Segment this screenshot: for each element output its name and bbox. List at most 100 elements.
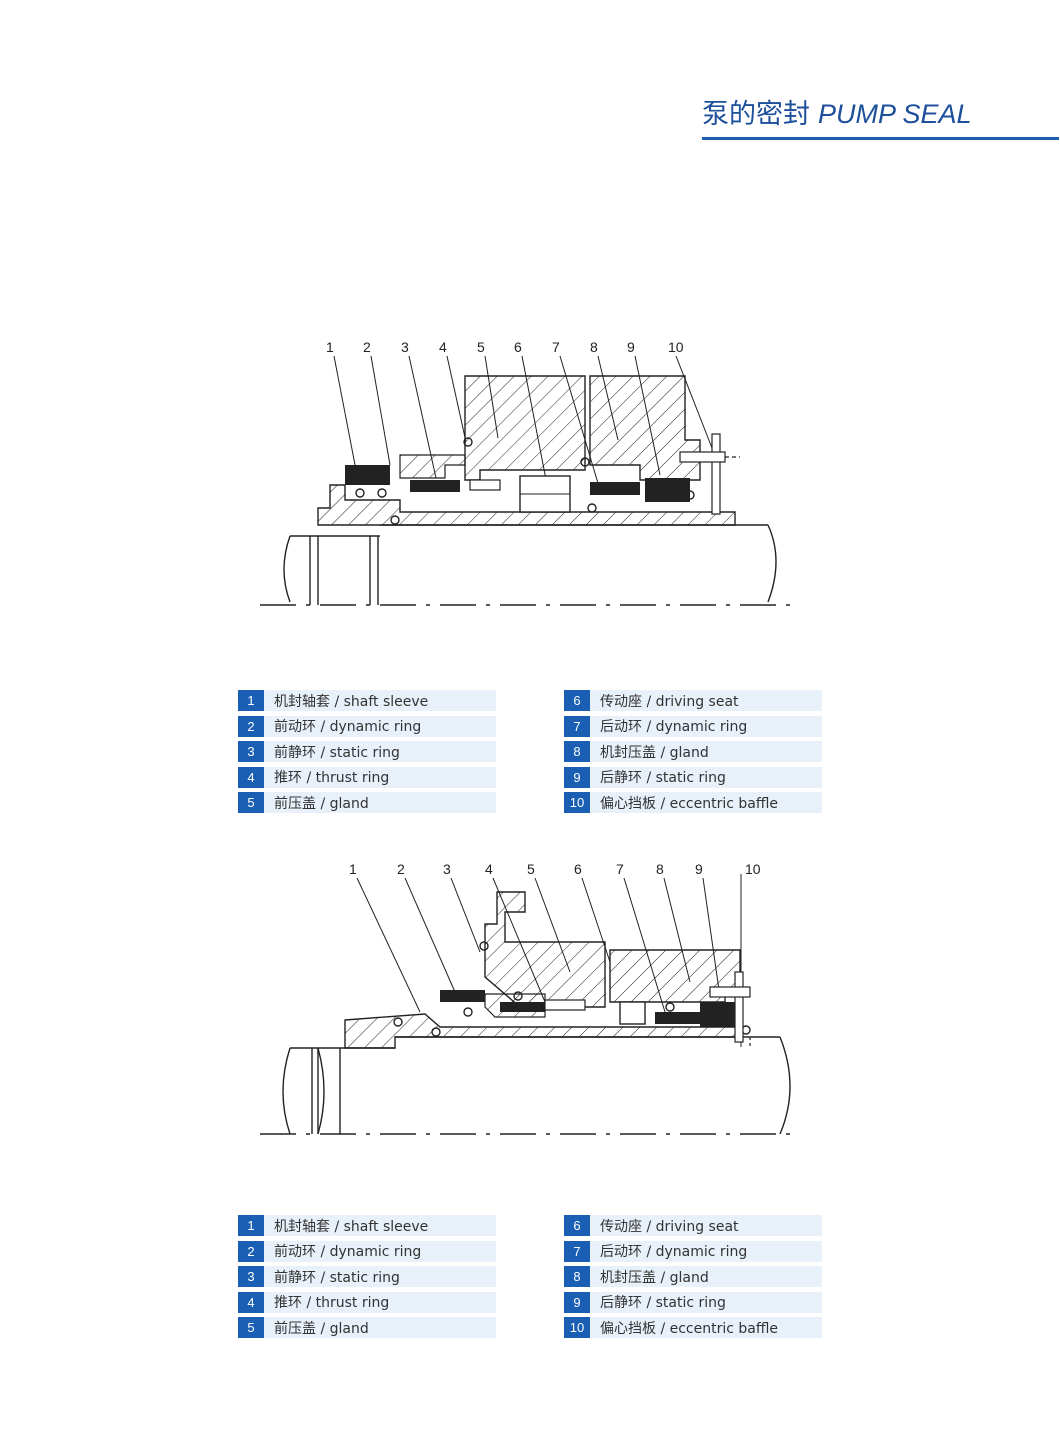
driving-seat-2 bbox=[619, 1001, 646, 1025]
front-gland-1 bbox=[464, 375, 586, 481]
legend-label: 机封压盖 / gland bbox=[600, 744, 709, 761]
callout-8: 8 bbox=[590, 339, 598, 355]
legend-number: 7 bbox=[564, 1240, 590, 1262]
callout-9: 9 bbox=[627, 339, 635, 355]
legend-label: 后动环 / dynamic ring bbox=[600, 719, 748, 735]
seal-drawing-1: 1 2 3 4 5 6 7 8 9 10 bbox=[260, 339, 800, 606]
header-underline bbox=[702, 137, 1059, 140]
legend-1-left: 1 机封轴套 / shaft sleeve 2 前动环 / dynamic ring… bbox=[238, 690, 496, 818]
legend-number: 10 bbox=[564, 1317, 590, 1338]
legend-item: 3 前静环 / static ring bbox=[238, 1266, 496, 1287]
legend-number: 2 bbox=[238, 715, 264, 737]
legend-item: 5 前压盖 / gland bbox=[238, 792, 496, 813]
legend-number: 1 bbox=[238, 690, 264, 711]
shaft-sleeve-1 bbox=[317, 484, 736, 526]
legend-item: 4 推环 / thrust ring bbox=[238, 1291, 496, 1313]
legend-label: 传动座 / driving seat bbox=[600, 693, 739, 710]
callout-6: 6 bbox=[574, 861, 582, 877]
legend-label: 后静环 / static ring bbox=[600, 1295, 726, 1311]
legend-item: 9 后静环 / static ring bbox=[564, 1291, 822, 1313]
callout-5: 5 bbox=[527, 861, 535, 877]
callout-7: 7 bbox=[616, 861, 624, 877]
legend-number: 3 bbox=[238, 1266, 264, 1287]
legend-number: 9 bbox=[564, 1291, 590, 1313]
callout-9: 9 bbox=[695, 861, 703, 877]
callout-8: 8 bbox=[656, 861, 664, 877]
legend-item: 7 后动环 / dynamic ring bbox=[564, 1240, 822, 1262]
legend-label: 后静环 / static ring bbox=[600, 770, 726, 786]
front-dynamic-ring-2 bbox=[440, 990, 485, 1002]
callout-3: 3 bbox=[443, 861, 451, 877]
legend-label: 前动环 / dynamic ring bbox=[274, 1244, 422, 1260]
legend-label: 后动环 / dynamic ring bbox=[600, 1244, 748, 1260]
legend-item: 10 偏心挡板 / eccentric baffle bbox=[564, 1317, 822, 1338]
legend-label: 机封压盖 / gland bbox=[600, 1269, 709, 1286]
o-rings-2 bbox=[393, 941, 751, 1037]
front-dynamic-ring-1 bbox=[345, 465, 390, 485]
rear-dynamic-ring-2 bbox=[655, 1012, 700, 1024]
legend-label: 前压盖 / gland bbox=[274, 795, 369, 812]
o-rings-1 bbox=[355, 437, 695, 525]
legend-number: 5 bbox=[238, 792, 264, 813]
thrust-ring-2 bbox=[500, 1002, 545, 1012]
legend-label: 偏心挡板 / eccentric baffle bbox=[600, 1320, 779, 1337]
callout-1: 1 bbox=[349, 861, 357, 877]
shaft-1 bbox=[260, 524, 800, 606]
eccentric-baffle-1 bbox=[469, 433, 740, 515]
callout-4: 4 bbox=[439, 339, 447, 355]
legend-item: 8 机封压盖 / gland bbox=[564, 741, 822, 762]
legend-item: 1 机封轴套 / shaft sleeve bbox=[238, 690, 496, 711]
thrust-ring-1 bbox=[410, 480, 460, 492]
legend-number: 6 bbox=[564, 690, 590, 711]
legend-number: 9 bbox=[564, 766, 590, 788]
legend-label: 前静环 / static ring bbox=[274, 1269, 400, 1286]
shaft-2 bbox=[260, 1036, 798, 1135]
legend-label: 前压盖 / gland bbox=[274, 1320, 369, 1337]
legend-item: 8 机封压盖 / gland bbox=[564, 1266, 822, 1287]
front-static-ring-1 bbox=[399, 454, 466, 479]
legend-number: 1 bbox=[238, 1215, 264, 1236]
legend-item: 6 传动座 / driving seat bbox=[564, 690, 822, 711]
legend-label: 前动环 / dynamic ring bbox=[274, 719, 422, 735]
seal-gland-1 bbox=[589, 375, 701, 481]
callout-labels-1: 1 2 3 4 5 6 7 8 9 10 bbox=[326, 339, 684, 355]
legend-number: 10 bbox=[564, 792, 590, 813]
legend-number: 8 bbox=[564, 741, 590, 762]
legend-label: 前静环 / static ring bbox=[274, 744, 400, 761]
callout-3: 3 bbox=[401, 339, 409, 355]
legend-item: 10 偏心挡板 / eccentric baffle bbox=[564, 792, 822, 813]
legend-item: 9 后静环 / static ring bbox=[564, 766, 822, 788]
callout-10: 10 bbox=[745, 861, 761, 877]
callout-7: 7 bbox=[552, 339, 560, 355]
legend-label: 推环 / thrust ring bbox=[274, 1295, 390, 1311]
legend-number: 4 bbox=[238, 1291, 264, 1313]
seal-drawing-2: 1 2 3 4 5 6 7 8 9 10 bbox=[260, 861, 798, 1135]
legend-number: 7 bbox=[564, 715, 590, 737]
legend-label: 偏心挡板 / eccentric baffle bbox=[600, 795, 779, 812]
page-title-cn: 泵的密封 bbox=[702, 99, 810, 130]
legend-label: 推环 / thrust ring bbox=[274, 770, 390, 786]
legend-number: 8 bbox=[564, 1266, 590, 1287]
legend-item: 6 传动座 / driving seat bbox=[564, 1215, 822, 1236]
callout-1: 1 bbox=[326, 339, 334, 355]
callout-10: 10 bbox=[668, 339, 684, 355]
legend-item: 7 后动环 / dynamic ring bbox=[564, 715, 822, 737]
legend-label: 机封轴套 / shaft sleeve bbox=[274, 693, 429, 710]
callout-4: 4 bbox=[485, 861, 493, 877]
legend-label: 传动座 / driving seat bbox=[600, 1218, 739, 1235]
seal-diagram-2: 1 2 3 4 5 6 7 8 9 10 bbox=[0, 852, 1060, 1152]
seal-diagram-1: 1 2 3 4 5 6 7 8 9 10 bbox=[0, 330, 1060, 620]
callout-labels-2: 1 2 3 4 5 6 7 8 9 10 bbox=[349, 861, 761, 877]
legend-number: 5 bbox=[238, 1317, 264, 1338]
callout-2: 2 bbox=[397, 861, 405, 877]
rear-static-ring-1 bbox=[645, 478, 690, 502]
legend-item: 2 前动环 / dynamic ring bbox=[238, 715, 496, 737]
legend-number: 6 bbox=[564, 1215, 590, 1236]
